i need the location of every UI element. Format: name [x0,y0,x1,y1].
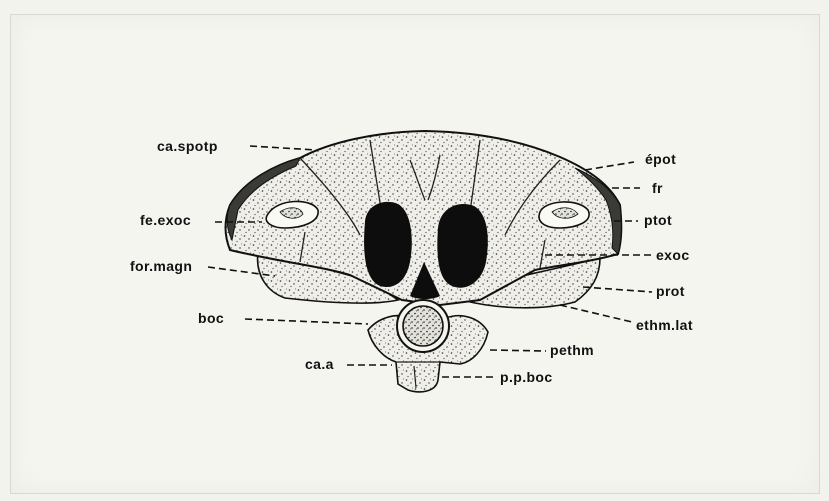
label-boc: boc [198,310,224,326]
label-epot: épot [645,151,676,167]
label-pp-boc: p.p.boc [500,369,553,385]
left-black-opening [364,202,412,287]
label-fr: fr [652,180,663,196]
label-prot: prot [656,283,685,299]
label-pethm: pethm [550,342,594,358]
condyle-ring-inner [403,306,443,346]
label-ethm-lat: ethm.lat [636,317,693,333]
label-exoc: exoc [656,247,690,263]
label-ca-spotp: ca.spotp [157,138,218,154]
label-ptot: ptot [644,212,672,228]
label-for-magn: for.magn [130,258,192,274]
label-ca-a: ca.a [305,356,334,372]
label-fe-exoc: fe.exoc [140,212,191,228]
right-black-opening [437,204,487,288]
